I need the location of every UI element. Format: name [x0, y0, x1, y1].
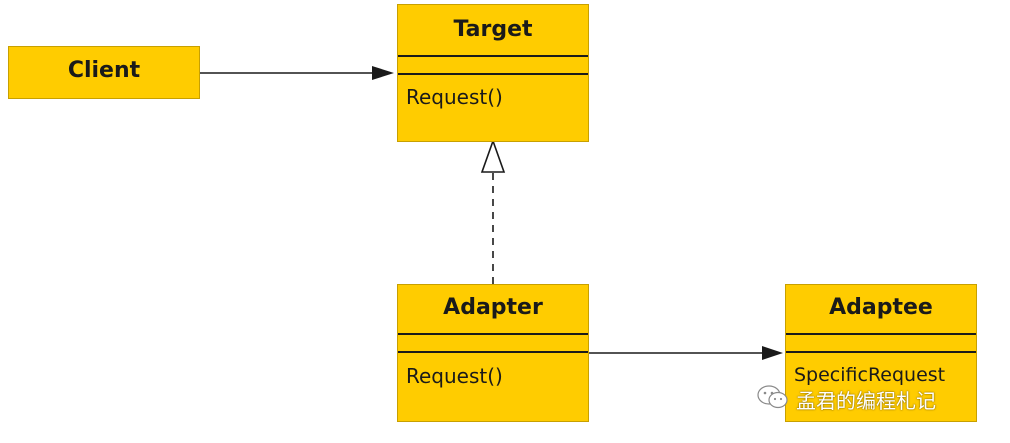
- divider: [398, 333, 588, 335]
- adapter-target-realization: [480, 138, 506, 284]
- class-adapter: Adapter Request(): [397, 284, 589, 422]
- class-adapter-name: Adapter: [443, 295, 543, 320]
- adapter-adaptee-association: [588, 346, 783, 360]
- wechat-icon: [756, 384, 790, 414]
- class-adaptee-name: Adaptee: [829, 295, 933, 320]
- divider: [398, 351, 588, 353]
- class-target: Target Request(): [397, 4, 589, 142]
- arrowhead-icon: [372, 66, 394, 80]
- watermark-text: 孟君的编程札记: [796, 388, 936, 413]
- class-client-name: Client: [67, 58, 141, 83]
- hollow-triangle-icon: [480, 138, 506, 173]
- divider: [398, 73, 588, 75]
- arrowhead-icon: [762, 346, 783, 360]
- divider: [786, 333, 976, 335]
- divider: [786, 351, 976, 353]
- class-adaptee: Adaptee SpecificRequest: [785, 284, 977, 422]
- class-adapter-method: Request(): [406, 364, 503, 388]
- divider: [398, 55, 588, 57]
- client-target-association: [200, 66, 394, 80]
- class-adaptee-method: SpecificRequest: [794, 364, 946, 386]
- class-target-method: Request(): [406, 85, 503, 109]
- class-target-name: Target: [453, 17, 533, 42]
- watermark: 孟君的编程札记: [756, 384, 936, 414]
- class-client: Client: [8, 46, 200, 99]
